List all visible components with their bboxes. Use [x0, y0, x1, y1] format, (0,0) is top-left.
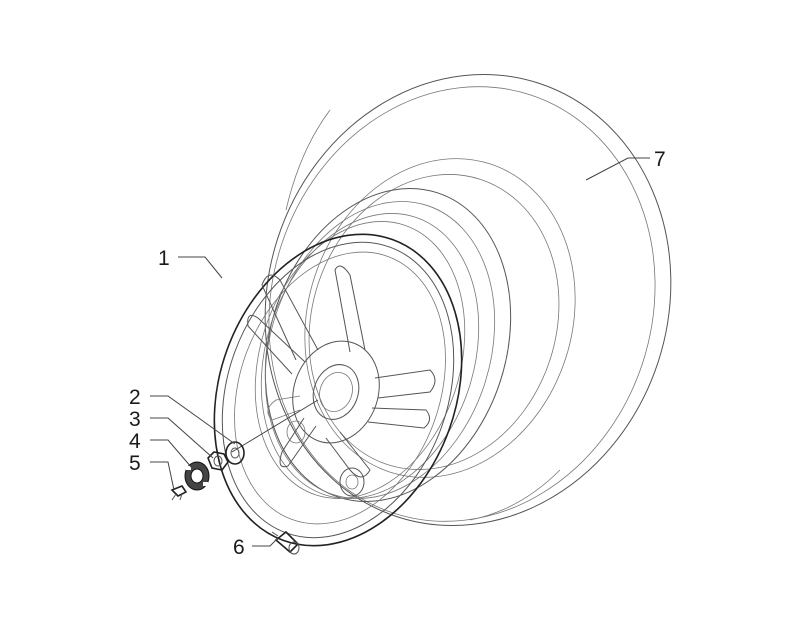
callout-1: 1	[158, 247, 170, 270]
slotted-nut	[184, 461, 210, 491]
rim-spokes	[247, 265, 436, 478]
callout-6: 6	[233, 536, 245, 559]
rim-barrel	[254, 188, 512, 502]
tire	[264, 74, 672, 526]
leader-lines	[150, 157, 650, 547]
washer	[225, 441, 245, 465]
axle-centre-line	[231, 399, 319, 453]
tire-valve	[271, 530, 300, 555]
callout-7: 7	[654, 148, 666, 171]
wheel-rim	[213, 233, 463, 547]
cotter-pin	[170, 485, 188, 501]
callout-5: 5	[129, 452, 141, 475]
callouts: 1 2 3 4 5 6 7	[129, 148, 666, 559]
nut	[207, 451, 229, 471]
callout-4: 4	[129, 430, 141, 453]
wheel-hub	[292, 340, 380, 444]
callout-3: 3	[129, 408, 141, 431]
callout-2: 2	[129, 386, 141, 409]
